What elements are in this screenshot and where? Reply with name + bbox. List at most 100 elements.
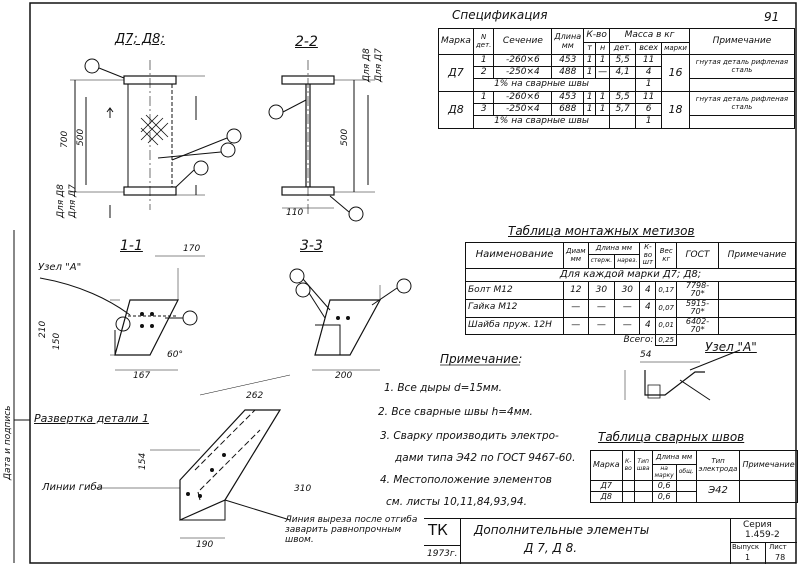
table-cell: 0,07 bbox=[655, 298, 677, 318]
spec-h-part: N дет. bbox=[472, 28, 495, 55]
table-row: Д7 0,6 Э42 bbox=[590, 480, 798, 503]
table-cell: 1 bbox=[595, 103, 611, 116]
welds-h-electrode: Тип электрода bbox=[695, 450, 741, 481]
spec-h-count-t: т bbox=[583, 42, 597, 55]
table-cell: 12 bbox=[563, 281, 589, 300]
title-stamp: ТК 1973г. Дополнительные элементы Д 7, Д… bbox=[424, 518, 797, 564]
table-cell: — bbox=[587, 316, 616, 336]
table-cell: 1 bbox=[595, 91, 611, 104]
welds-h-len: Длина мм bbox=[651, 450, 697, 465]
bolts-h-len: Длина мм bbox=[587, 242, 641, 255]
bolts-total-label: Всего: bbox=[623, 334, 654, 345]
table-cell: 11 bbox=[635, 54, 663, 67]
table-cell: — bbox=[563, 298, 589, 318]
table-cell: 1 bbox=[635, 78, 663, 92]
table-cell: 0,17 bbox=[655, 281, 677, 300]
for-d7-label-2: Для Д7 bbox=[374, 48, 384, 82]
spec-remark-d8: гнутая деталь рифленая сталь bbox=[688, 91, 796, 116]
dim-200: 200 bbox=[335, 371, 353, 381]
table-cell: 453 bbox=[551, 91, 585, 104]
table-row: Д7 1 -260×6 453 1 1 5,5 11 16 гнутая дет… bbox=[438, 54, 796, 92]
welds-h-mark: Марка bbox=[590, 450, 623, 481]
stamp-sheet: 78 bbox=[775, 553, 786, 562]
welds-h-remark: Примечание bbox=[739, 450, 798, 481]
table-row: 2 -250×4 488 1 — 4,1 4 bbox=[439, 66, 795, 79]
stamp-tk: ТК bbox=[428, 521, 448, 539]
note-1: 1. Все дыры d=15мм. bbox=[384, 382, 502, 394]
table-cell: 4,1 bbox=[609, 66, 637, 79]
welds-title: Таблица сварных швов bbox=[598, 430, 745, 444]
table-row: Шайба пруж. 12Н — — — 4 0,01 6402-70* bbox=[465, 316, 796, 336]
table-row: 1% на сварные швы 1 bbox=[439, 115, 796, 129]
bolts-h-remark: Примечание bbox=[718, 242, 796, 269]
notes-title: Примечание: bbox=[440, 352, 523, 366]
table-cell: — bbox=[563, 316, 589, 336]
spec-h-length: Длина мм bbox=[551, 28, 585, 55]
table-cell: — bbox=[587, 298, 616, 318]
table-cell: 2 bbox=[472, 66, 495, 79]
table-cell: 0,01 bbox=[655, 316, 677, 336]
bolts-table: Наименование Диам мм Длина мм К-во шт Ве… bbox=[465, 242, 796, 347]
spec-h-remark: Примечание bbox=[688, 28, 796, 55]
table-cell: -250×4 bbox=[493, 103, 553, 116]
table-cell: Шайба пруж. 12Н bbox=[465, 316, 564, 336]
table-cell: 5,5 bbox=[609, 91, 637, 104]
table-cell: 7798-70* bbox=[676, 281, 719, 300]
dim-262: 262 bbox=[246, 391, 264, 401]
razvertka-title: Развертка детали 1 bbox=[34, 412, 149, 425]
table-cell: 3 bbox=[472, 103, 495, 116]
bolts-total: 0,25 bbox=[655, 334, 677, 347]
table-cell: 4 bbox=[639, 316, 657, 336]
table-cell: 30 bbox=[614, 281, 641, 300]
spec-mark-mass-d7: 16 bbox=[661, 54, 690, 92]
dim-167: 167 bbox=[133, 371, 151, 381]
section-1-1 bbox=[39, 255, 205, 371]
stamp-series-label: Серия bbox=[743, 520, 772, 530]
bolts-h-len-a: стерж. bbox=[587, 254, 616, 269]
table-row: 1% на сварные швы 1 bbox=[439, 78, 796, 92]
welds-electrode: Э42 bbox=[695, 480, 741, 503]
table-cell: 4 bbox=[639, 298, 657, 318]
spec-h-mass-mark: марки bbox=[661, 42, 690, 55]
bolts-subheader: Для каждой марки Д7; Д8; bbox=[465, 268, 796, 282]
bolts-h-name: Наименование bbox=[465, 242, 564, 269]
dim-190: 190 bbox=[196, 540, 214, 550]
dim-210: 210 bbox=[38, 320, 48, 338]
for-d8-label-2: Для Д8 bbox=[362, 48, 372, 82]
spec-title: Спецификация bbox=[452, 8, 548, 22]
spec-h-mass: Масса в кг bbox=[609, 28, 690, 43]
sheet-number: 91 bbox=[764, 10, 780, 24]
welds-h-len-a: на марку bbox=[651, 464, 677, 481]
note-4: 4. Местоположение элементов bbox=[380, 474, 552, 486]
table-cell: 688 bbox=[551, 103, 585, 116]
table-cell: 11 bbox=[635, 91, 663, 104]
table-cell: Гайка М12 bbox=[465, 298, 564, 318]
table-cell: — bbox=[614, 316, 641, 336]
note-3: 3. Сварку производить электро- bbox=[380, 430, 559, 442]
table-row: Д8 1 -260×6 453 1 1 5,5 11 18 гнутая дет… bbox=[438, 91, 796, 129]
dim-500: 500 bbox=[76, 128, 86, 146]
table-cell: Д7 bbox=[590, 480, 623, 492]
welds-h-count: К-во bbox=[621, 450, 635, 481]
table-cell: 5915-70* bbox=[676, 298, 719, 318]
dim-170: 170 bbox=[183, 244, 201, 254]
table-cell: 6402-70* bbox=[676, 316, 719, 336]
table-cell: 5,5 bbox=[609, 54, 637, 67]
table-cell: 4 bbox=[635, 66, 663, 79]
table-cell: — bbox=[614, 298, 641, 318]
spec-h-mark: Марка bbox=[438, 28, 474, 55]
table-row: Болт М12 12 30 30 4 0,17 7798-70* bbox=[465, 281, 796, 300]
table-cell: 1 bbox=[583, 54, 597, 67]
welds-h-seam: Тип шва bbox=[633, 450, 653, 481]
stamp-series: 1.459-2 bbox=[745, 530, 780, 540]
for-d7-label: Для Д7 bbox=[68, 184, 78, 218]
note-4b: см. листы 10,11,84,93,94. bbox=[386, 496, 527, 508]
table-cell: 1 bbox=[583, 103, 597, 116]
stamp-issue: 1 bbox=[745, 553, 751, 562]
spec-weld-d7: 1% на сварные швы bbox=[472, 78, 611, 92]
table-cell: -260×6 bbox=[493, 54, 553, 67]
bolts-title: Таблица монтажных метизов bbox=[508, 224, 695, 238]
table-cell: -250×4 bbox=[493, 66, 553, 79]
note-3b: дами типа Э42 по ГОСТ 9467-60. bbox=[395, 452, 576, 464]
